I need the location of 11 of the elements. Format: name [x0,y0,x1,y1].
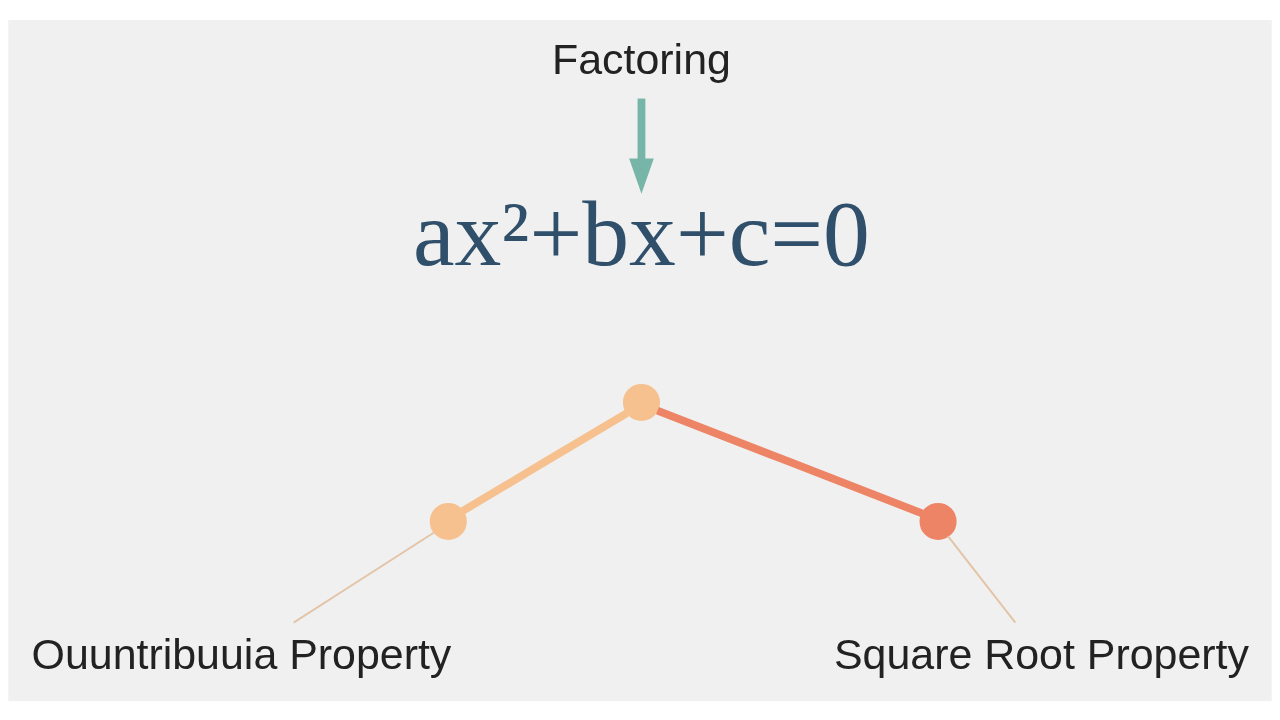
node-text: Square Root Property [833,629,1249,678]
connector [656,406,924,517]
node-circle [919,502,957,540]
node-circle [429,502,467,540]
connector [947,534,1017,624]
connector [292,531,436,624]
node-text: Ouuntribuuia Property [31,629,452,678]
node-circle [622,383,660,421]
node-text: ax²+bx+c=0 [412,181,870,285]
node-text: Factoring [552,34,731,83]
connector [460,409,629,514]
